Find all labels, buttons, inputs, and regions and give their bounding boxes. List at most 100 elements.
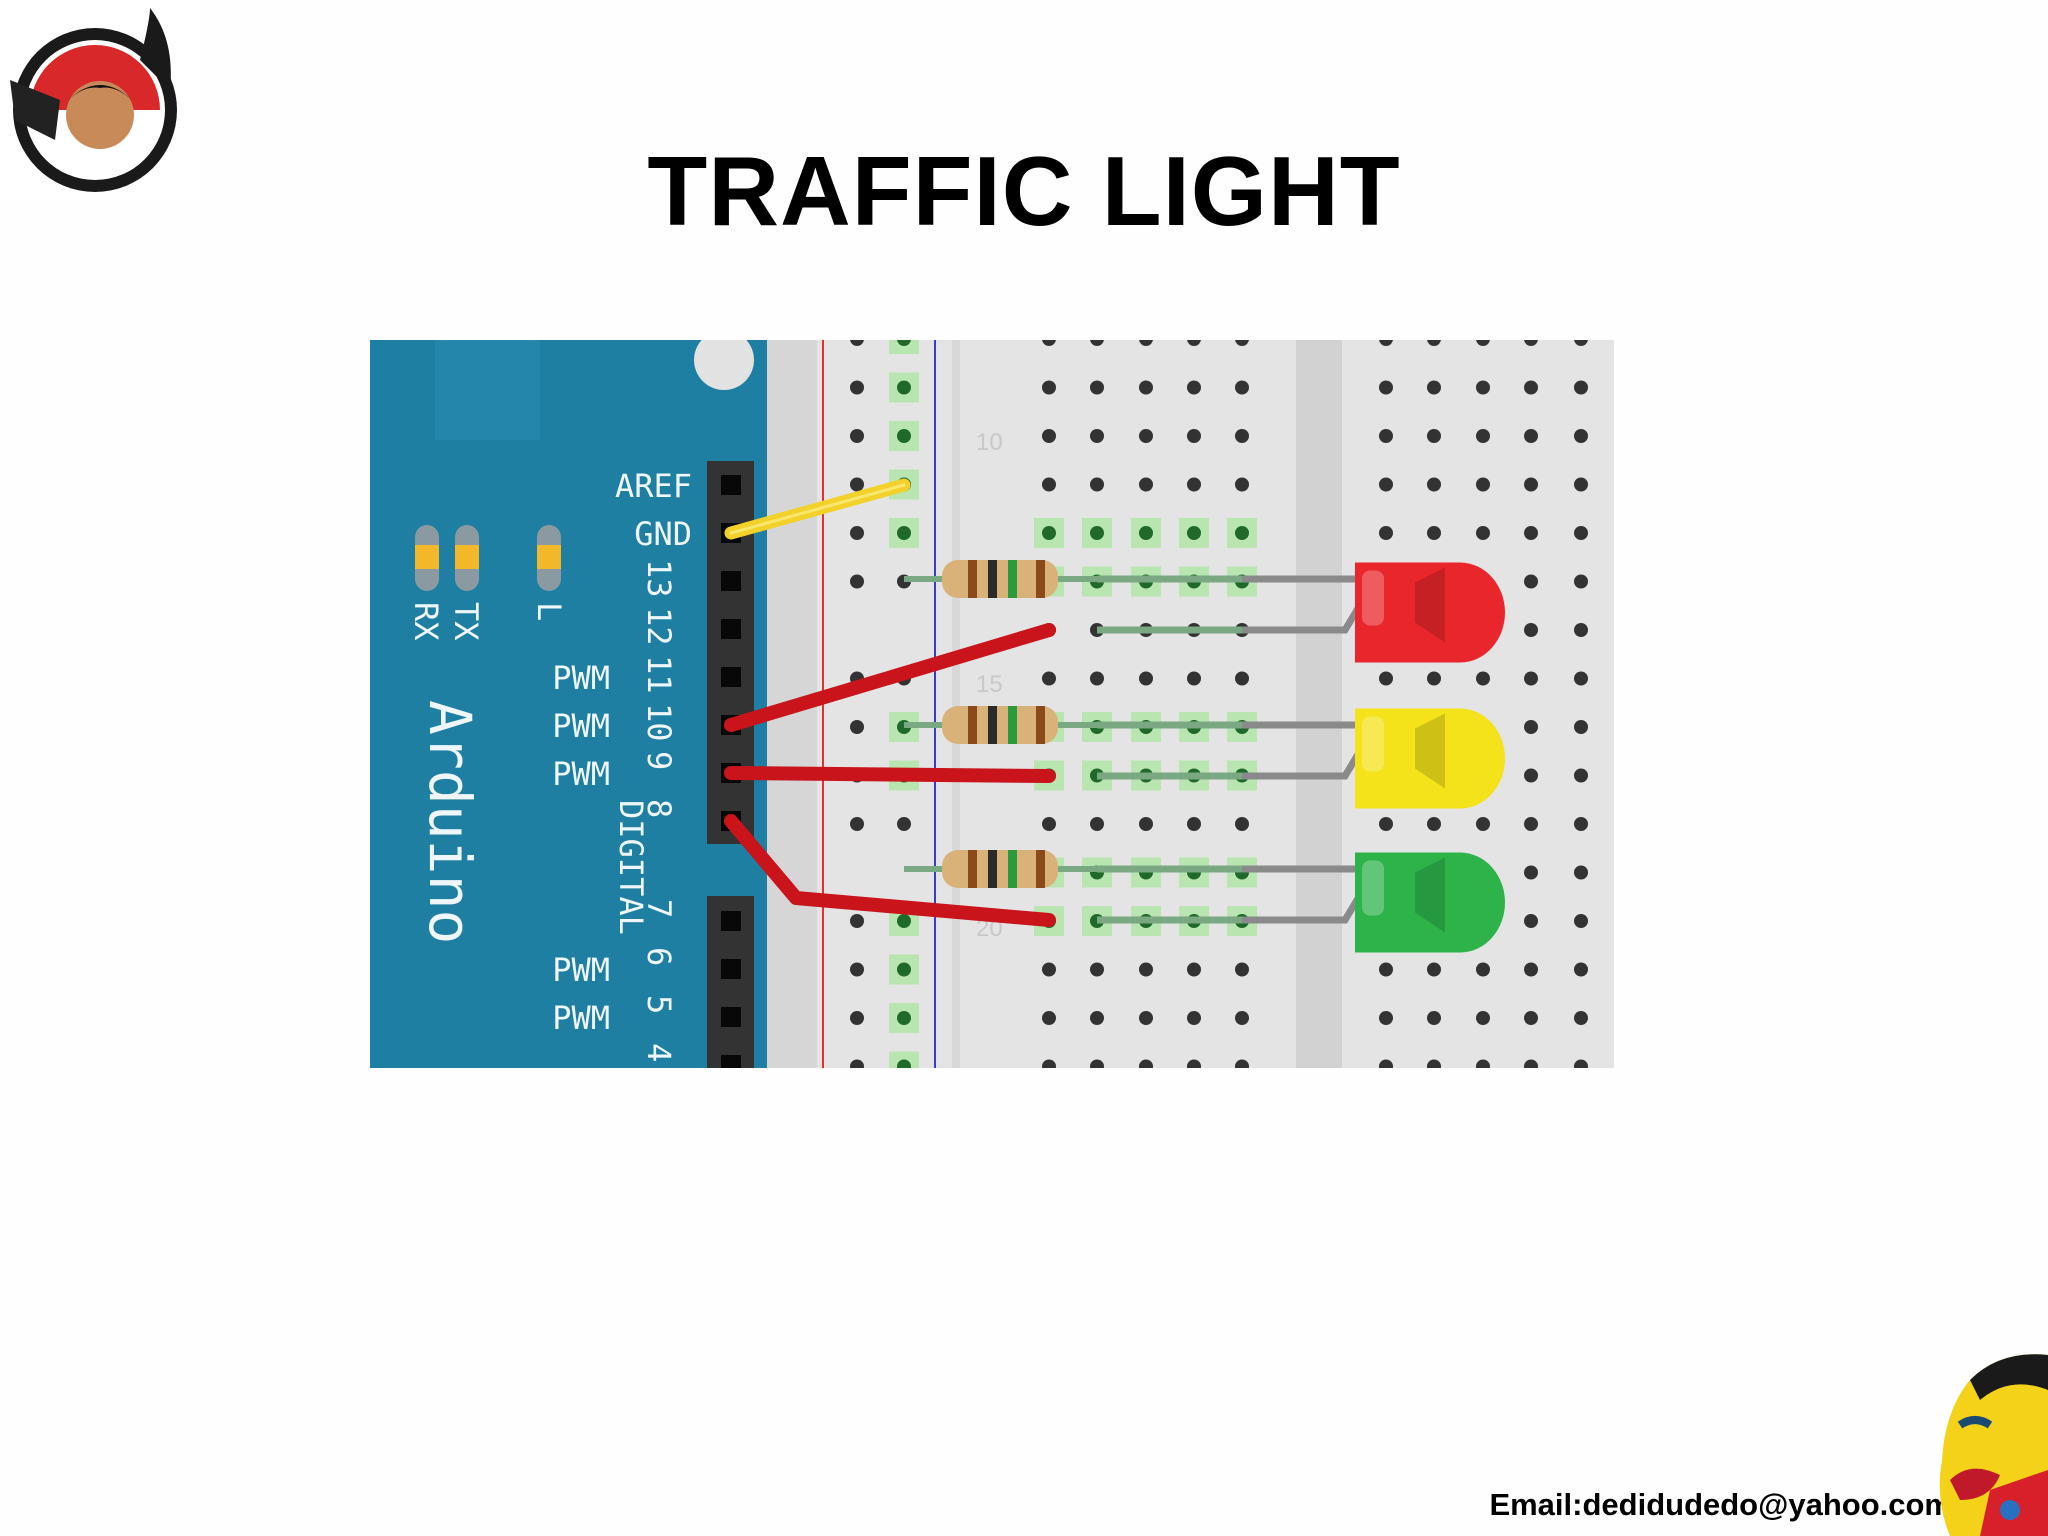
breadboard-hole	[1574, 865, 1588, 880]
breadboard-hole	[1187, 671, 1201, 686]
breadboard-hole	[1476, 671, 1490, 686]
breadboard-hole	[1476, 477, 1490, 492]
breadboard-hole	[1574, 962, 1588, 977]
breadboard-hole	[1090, 1059, 1104, 1068]
breadboard-hole	[1524, 429, 1538, 443]
breadboard-hole	[1574, 914, 1588, 928]
breadboard-hole	[850, 962, 864, 977]
pin-label: 11	[640, 655, 678, 694]
breadboard-hole	[1042, 817, 1056, 831]
board-name: Arduino	[416, 700, 484, 944]
breadboard-hole	[1476, 380, 1490, 395]
breadboard-hole	[897, 817, 911, 831]
breadboard-hole	[1574, 1011, 1588, 1025]
breadboard-hole	[850, 1011, 864, 1025]
breadboard-hole	[1187, 526, 1201, 540]
led-green	[1097, 852, 1505, 953]
breadboard-hole	[1139, 340, 1153, 346]
breadboard-hole	[1187, 1059, 1201, 1068]
row-number-10: 10	[976, 429, 1003, 456]
breadboard-hole	[1090, 817, 1104, 831]
breadboard-hole	[1524, 574, 1538, 589]
breadboard-hole	[1090, 477, 1104, 492]
breadboard-hole	[1524, 1011, 1538, 1025]
breadboard-hole	[1379, 817, 1393, 831]
breadboard-hole	[1187, 477, 1201, 492]
resistor	[904, 560, 1097, 598]
header-pin	[721, 1055, 741, 1068]
wire-pin9-yellow-led	[724, 766, 1056, 783]
breadboard-hole	[897, 1011, 911, 1025]
breadboard-hole	[850, 574, 864, 589]
breadboard-hole	[1090, 526, 1104, 540]
pin-label: 6	[640, 947, 678, 966]
header-pin	[721, 475, 741, 495]
breadboard-hole	[1042, 429, 1056, 443]
breadboard-hole	[1524, 962, 1538, 977]
breadboard-hole	[1524, 380, 1538, 395]
onboard-leds	[415, 525, 561, 591]
led-red	[1097, 562, 1505, 663]
breadboard-gutter	[1296, 340, 1342, 1068]
breadboard-hole	[1574, 1059, 1588, 1068]
email-footer: Email:dedidudedo@yahoo.com	[1489, 1487, 1952, 1522]
breadboard-hole	[1427, 1011, 1441, 1025]
breadboard-hole	[1090, 380, 1104, 395]
pin-label: 12	[640, 607, 678, 646]
breadboard-hole	[1235, 526, 1249, 540]
breadboard-hole	[897, 380, 911, 395]
pwm-label: PWM	[552, 659, 610, 697]
breadboard-hole	[1042, 526, 1056, 540]
breadboard-hole	[1235, 1059, 1249, 1068]
breadboard-hole	[1235, 340, 1249, 346]
breadboard-hole	[850, 817, 864, 831]
breadboard-hole	[1235, 477, 1249, 492]
breadboard-hole	[1379, 477, 1393, 492]
breadboard-hole	[1574, 671, 1588, 686]
breadboard-hole	[1187, 817, 1201, 831]
led-yellow	[1097, 708, 1505, 809]
breadboard-hole	[1476, 1059, 1490, 1068]
header-pin	[721, 959, 741, 979]
breadboard-hole	[1042, 340, 1056, 346]
breadboard-hole	[1574, 574, 1588, 589]
breadboard-hole	[1476, 526, 1490, 540]
pin-label: 5	[640, 995, 678, 1014]
breadboard-hole	[1187, 429, 1201, 443]
breadboard-hole	[1379, 526, 1393, 540]
breadboard-hole	[1187, 380, 1201, 395]
breadboard-hole	[850, 914, 864, 928]
pin-label: 13	[640, 559, 678, 598]
breadboard-hole	[850, 477, 864, 492]
breadboard-hole	[1574, 720, 1588, 734]
breadboard-hole	[1427, 477, 1441, 492]
pin-label: 9	[640, 751, 678, 770]
hole-highlight	[889, 340, 919, 354]
breadboard-hole	[1235, 1011, 1249, 1025]
label-l: L	[530, 602, 568, 621]
breadboard-hole	[850, 380, 864, 395]
breadboard-hole	[1476, 429, 1490, 443]
breadboard-hole	[1139, 477, 1153, 492]
breadboard-hole	[1427, 429, 1441, 443]
slide-title: TRAFFIC LIGHT	[647, 136, 1401, 246]
breadboard-hole	[1042, 962, 1056, 977]
breadboard-hole	[1090, 671, 1104, 686]
mounting-hole	[694, 340, 754, 390]
breadboard-hole	[850, 340, 864, 346]
breadboard-hole	[1524, 1059, 1538, 1068]
breadboard-hole	[1427, 671, 1441, 686]
breadboard-hole	[1139, 962, 1153, 977]
breadboard-hole	[1427, 380, 1441, 395]
label-gnd: GND	[634, 515, 692, 553]
breadboard-hole	[1476, 340, 1490, 346]
breadboard-hole	[897, 429, 911, 443]
breadboard-hole	[1042, 1011, 1056, 1025]
pin-label: 8	[640, 799, 678, 818]
breadboard-hole	[1574, 526, 1588, 540]
breadboard-hole	[1476, 1011, 1490, 1025]
breadboard-hole	[1187, 962, 1201, 977]
breadboard-hole	[1379, 1059, 1393, 1068]
breadboard-hole	[1379, 962, 1393, 977]
breadboard-hole	[1574, 380, 1588, 395]
